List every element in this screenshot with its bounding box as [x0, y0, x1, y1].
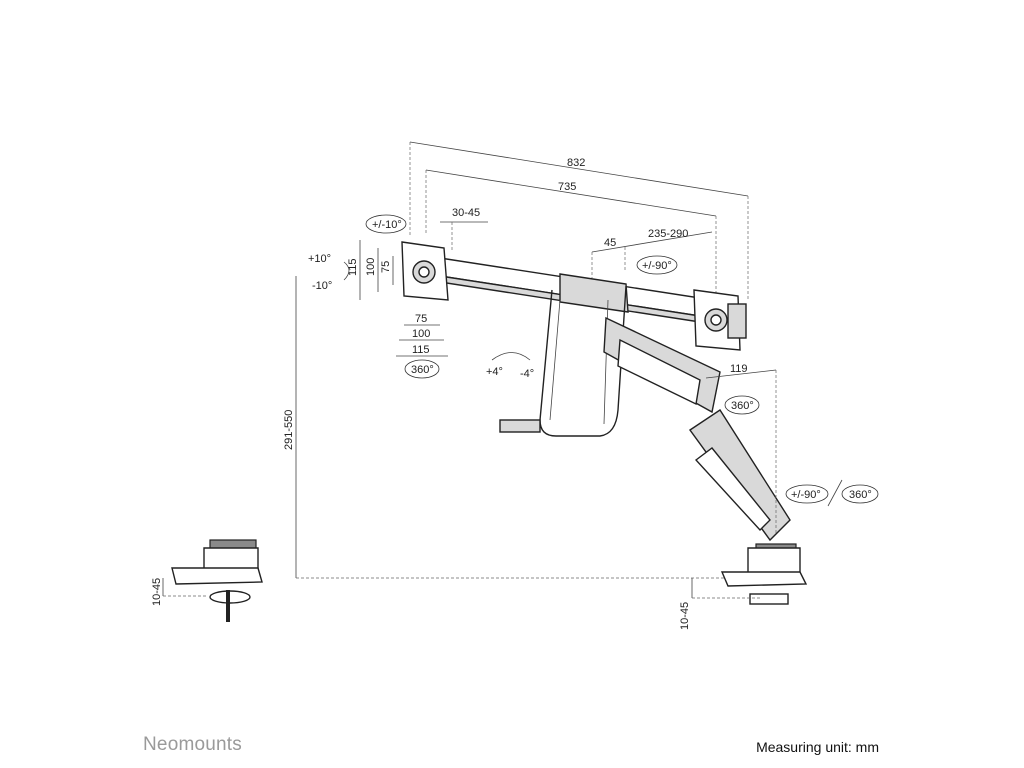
label-45: 45 — [604, 237, 616, 249]
label-vesa-115-v: 115 — [347, 258, 359, 276]
base-clamp-left — [171, 539, 263, 622]
label-vesa-115-h: 115 — [412, 344, 430, 356]
badge-rotate-10: +/-10° — [365, 214, 407, 234]
label-tilt-down: -10° — [312, 280, 332, 292]
svg-text:360°: 360° — [411, 364, 434, 376]
center-clamp — [559, 273, 629, 313]
label-vesa-75-h: 75 — [415, 313, 427, 325]
badge-rotate-90-base: +/-90° — [785, 484, 829, 504]
label-tilt-up: +10° — [308, 253, 331, 265]
label-pan-minus: -4° — [520, 368, 534, 380]
svg-text:+/-90°: +/-90° — [791, 489, 821, 501]
badge-360-arm: 360° — [724, 395, 760, 415]
label-height-range: 291-550 — [283, 410, 295, 450]
svg-text:+/-10°: +/-10° — [372, 219, 402, 231]
label-119: 119 — [730, 363, 748, 375]
badge-360-left: 360° — [404, 359, 440, 379]
badge-360-base: 360° — [841, 484, 879, 504]
label-clamp-right: 10-45 — [679, 602, 691, 630]
tilt-arrow-icon — [343, 261, 350, 281]
vesa-plate-left — [401, 241, 449, 301]
label-235-290: 235-290 — [648, 228, 688, 240]
vesa-plate-right — [693, 289, 747, 351]
measuring-unit: Measuring unit: mm — [756, 739, 879, 755]
label-vesa-75-v: 75 — [380, 261, 392, 273]
base-clamp-right — [720, 543, 808, 605]
dimension-bar-width: 735 — [425, 169, 717, 300]
label-pan-plus: +4° — [486, 366, 503, 378]
svg-text:360°: 360° — [849, 489, 872, 501]
svg-text:+/-90°: +/-90° — [642, 260, 672, 272]
label-735: 735 — [558, 181, 576, 193]
label-832: 832 — [567, 157, 585, 169]
pan-arrow-icon — [491, 352, 531, 361]
brand-logo-text: Neomounts — [143, 734, 242, 755]
lower-arm — [689, 409, 791, 542]
handle — [539, 285, 627, 437]
dimension-total-width: 832 — [409, 141, 749, 300]
label-vesa-100-h: 100 — [412, 328, 430, 340]
label-30-45: 30-45 — [452, 207, 480, 219]
label-clamp-left: 10-45 — [151, 578, 163, 606]
cable-clip — [499, 419, 541, 433]
badge-rotate-90-top: +/-90° — [636, 255, 678, 275]
svg-text:360°: 360° — [731, 400, 754, 412]
label-vesa-100-v: 100 — [365, 258, 377, 276]
